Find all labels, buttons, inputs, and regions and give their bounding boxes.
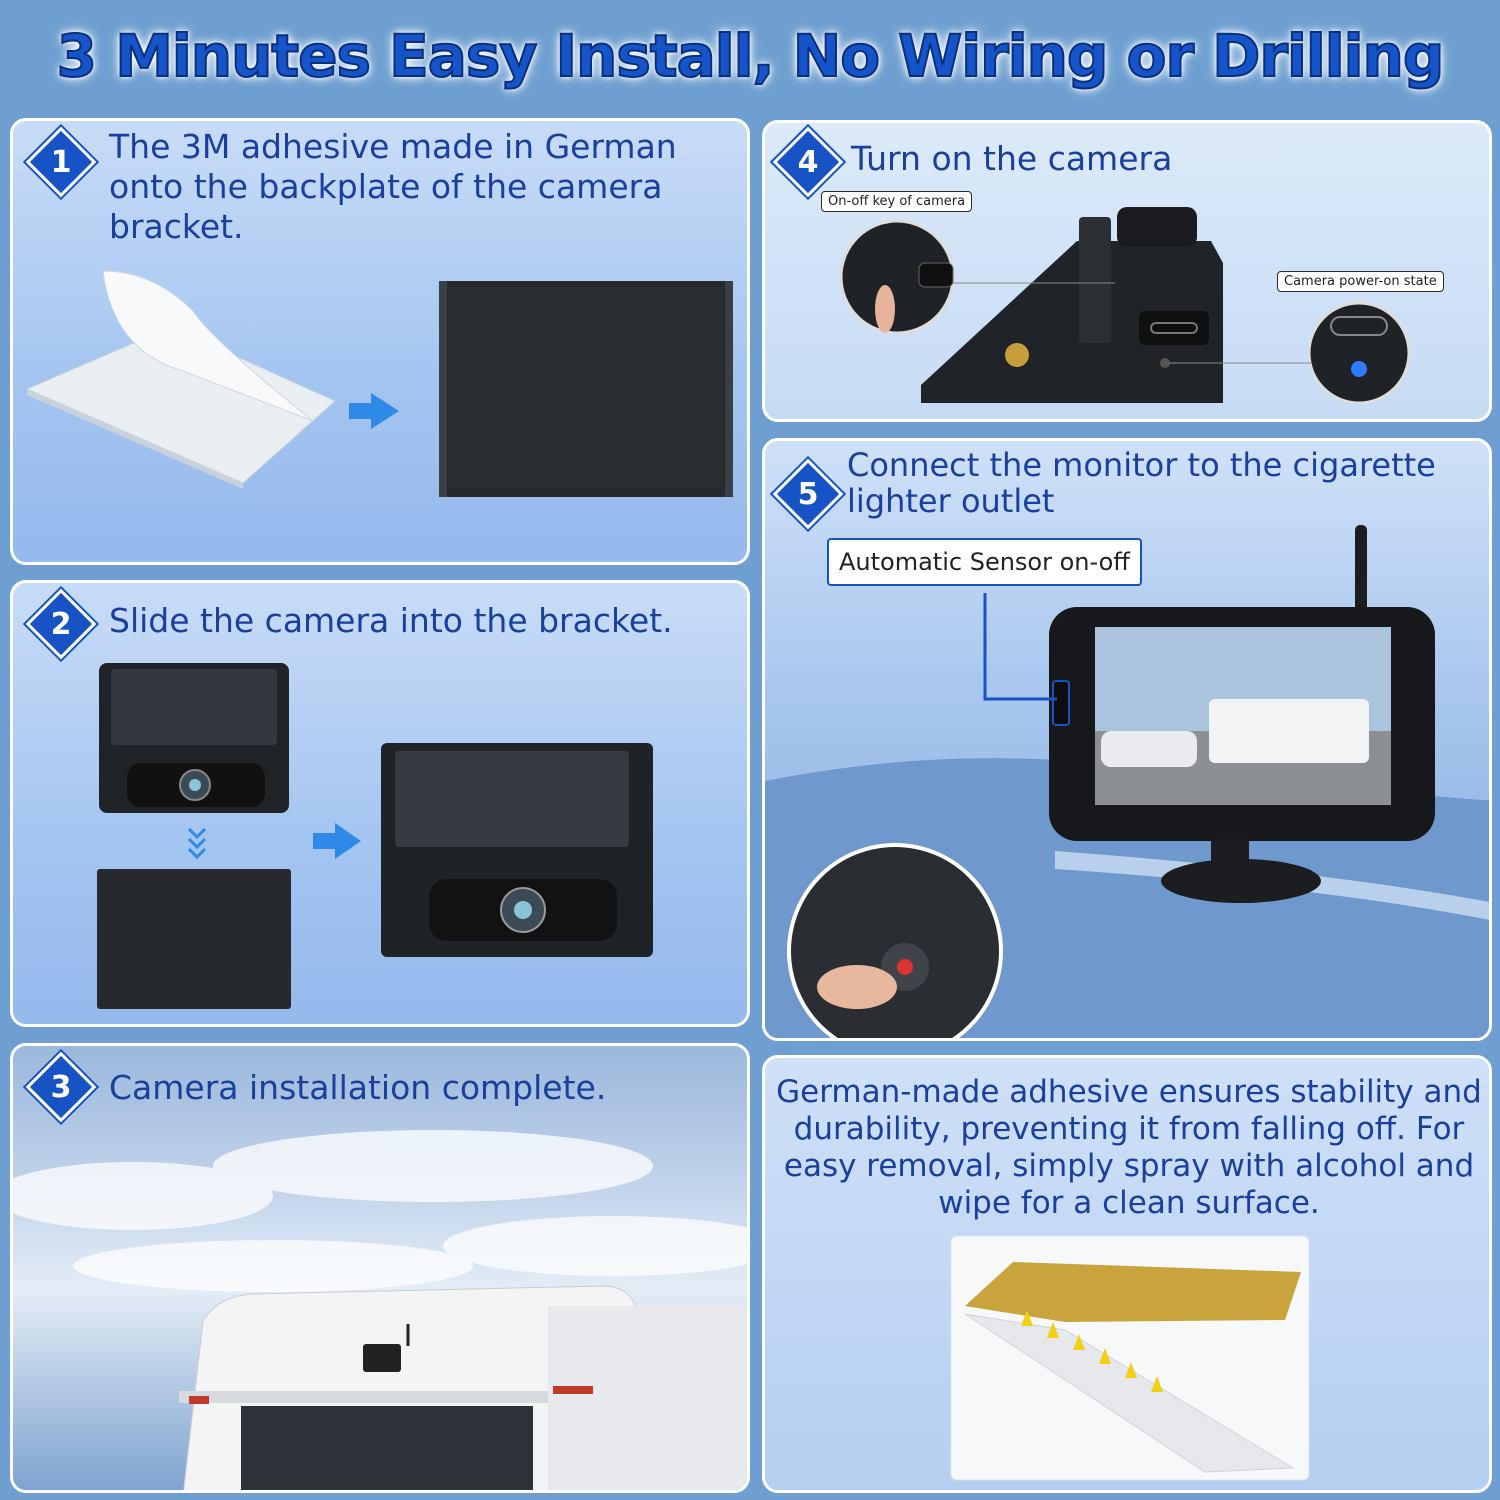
step-3-panel: 3 Camera installation complete.	[10, 1043, 750, 1493]
arrow-right-icon	[313, 823, 361, 859]
step-1-illustration	[25, 270, 733, 497]
step-3-number: 3	[50, 1069, 72, 1105]
cigarette-lighter-closeup-icon	[787, 843, 1003, 1038]
step-5-line-2: lighter outlet	[847, 482, 1055, 520]
step-1-text: The 3M adhesive made in German onto the …	[109, 127, 747, 247]
step-2-number: 2	[50, 606, 72, 642]
step-3-text: Camera installation complete.	[109, 1068, 607, 1107]
adhesive-note-text: German-made adhesive ensures stability a…	[771, 1074, 1487, 1222]
step-4-panel: 4 Turn on the camera On-off key of camer…	[762, 120, 1492, 422]
page-headline: 3 Minutes Easy Install, No Wiring or Dri…	[56, 21, 1446, 91]
adhesive-layer-icon	[964, 1262, 1301, 1473]
step-5-panel: 5 Connect the monitor to the cigarette l…	[762, 438, 1492, 1041]
adhesive-note-line-1: German-made adhesive ensures stability a…	[776, 1074, 1482, 1110]
adhesive-sheet-icon	[25, 270, 336, 489]
step-1-number: 1	[50, 144, 72, 180]
step-2-text: Slide the camera into the bracket.	[109, 601, 673, 640]
step-4-illustration	[839, 207, 1411, 405]
adhesive-note-line-3: easy removal, simply spray with alcohol …	[783, 1148, 1475, 1184]
sensor-pointer-line	[983, 593, 1057, 701]
auto-sensor-label: Automatic Sensor on-off	[827, 538, 1142, 586]
antenna-icon	[1355, 525, 1367, 625]
step-1-line-1: The 3M adhesive made in German	[109, 127, 677, 166]
caravan-icon	[179, 1285, 747, 1490]
camera-side-icon	[921, 207, 1223, 403]
adhesive-note-line-4: wipe for a clean surface.	[938, 1185, 1320, 1221]
step-2-panel: 2 Slide the camera into the bracket.	[10, 580, 750, 1027]
step-5-number: 5	[797, 476, 819, 512]
step-3-illustration	[13, 1130, 747, 1490]
step-4-number: 4	[797, 144, 819, 180]
backplate-icon	[439, 281, 733, 497]
power-led-closeup-icon	[1307, 301, 1411, 405]
arrow-right-icon	[349, 393, 399, 429]
step-4-text: Turn on the camera	[851, 139, 1173, 178]
solar-camera-icon	[99, 663, 289, 813]
cloud-icon	[13, 1130, 747, 1292]
step-5-text: Connect the monitor to the cigarette lig…	[847, 447, 1487, 519]
assembled-camera-icon	[381, 743, 653, 957]
adhesive-note-line-2: durability, preventing it from falling o…	[793, 1111, 1465, 1147]
suction-mount-icon	[1161, 839, 1321, 903]
monitor-icon	[1049, 607, 1435, 841]
adhesive-illustration	[950, 1235, 1310, 1481]
step-5-illustration	[765, 525, 1489, 1038]
step-1-line-3: bracket.	[109, 207, 244, 246]
bracket-icon	[97, 869, 291, 1009]
step-1-line-2: onto the backplate of the camera	[109, 167, 663, 206]
arrow-up-icon	[1021, 1310, 1163, 1392]
adhesive-note-panel: German-made adhesive ensures stability a…	[762, 1055, 1492, 1493]
step-5-line-1: Connect the monitor to the cigarette	[847, 446, 1436, 484]
onoff-key-label: On-off key of camera	[821, 191, 973, 212]
chevron-down-icon	[187, 827, 207, 860]
power-state-label: Camera power-on state	[1277, 271, 1444, 292]
power-button-closeup-icon	[839, 219, 955, 335]
step-2-illustration	[97, 663, 653, 1009]
step-1-panel: 1 The 3M adhesive made in German onto th…	[10, 118, 750, 565]
